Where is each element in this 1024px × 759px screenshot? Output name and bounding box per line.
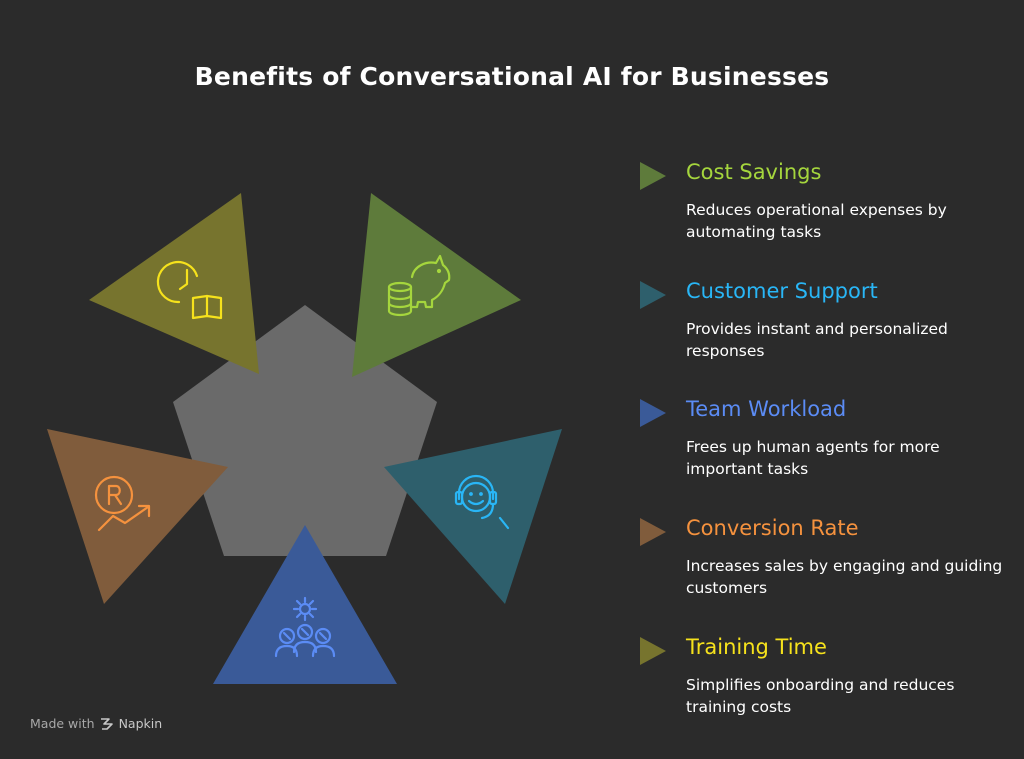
- benefit-description: Provides instant and personalized respon…: [686, 320, 948, 360]
- triangle-marker-icon: [640, 637, 666, 665]
- benefit-heading: Team Workload: [686, 397, 847, 421]
- training-time-triangle: [89, 193, 259, 374]
- clock-book-icon: [156, 260, 223, 320]
- team-gear-icon: [274, 596, 336, 658]
- page-title: Benefits of Conversational AI for Busine…: [194, 62, 830, 91]
- benefit-description: Reduces operational expenses by automati…: [686, 201, 947, 241]
- footer-attribution: Made with Napkin: [30, 716, 162, 731]
- benefit-description: Frees up human agents for more important…: [686, 438, 940, 478]
- benefit-description: Simplifies onboarding and reduces traini…: [686, 676, 955, 716]
- conversion-rate-triangle: [47, 429, 228, 604]
- made-with-label: Made with: [30, 716, 95, 731]
- triangle-marker-icon: [640, 399, 666, 427]
- piggy-bank-coins-icon: [387, 254, 451, 317]
- headset-support-icon: [454, 474, 510, 530]
- cost-savings-triangle: [352, 193, 521, 377]
- triangle-marker-icon: [640, 281, 666, 309]
- benefit-heading: Conversion Rate: [686, 516, 859, 540]
- napkin-logo-icon: [100, 717, 113, 730]
- napkin-brand-label: Napkin: [118, 716, 163, 731]
- triangle-marker-icon: [640, 162, 666, 190]
- benefit-heading: Training Time: [686, 635, 827, 659]
- triangle-marker-icon: [640, 518, 666, 546]
- benefit-heading: Cost Savings: [686, 160, 822, 184]
- benefit-description: Increases sales by engaging and guiding …: [686, 557, 1003, 597]
- customer-support-triangle: [384, 429, 562, 604]
- rupee-growth-icon: [94, 475, 151, 532]
- benefit-heading: Customer Support: [686, 279, 878, 303]
